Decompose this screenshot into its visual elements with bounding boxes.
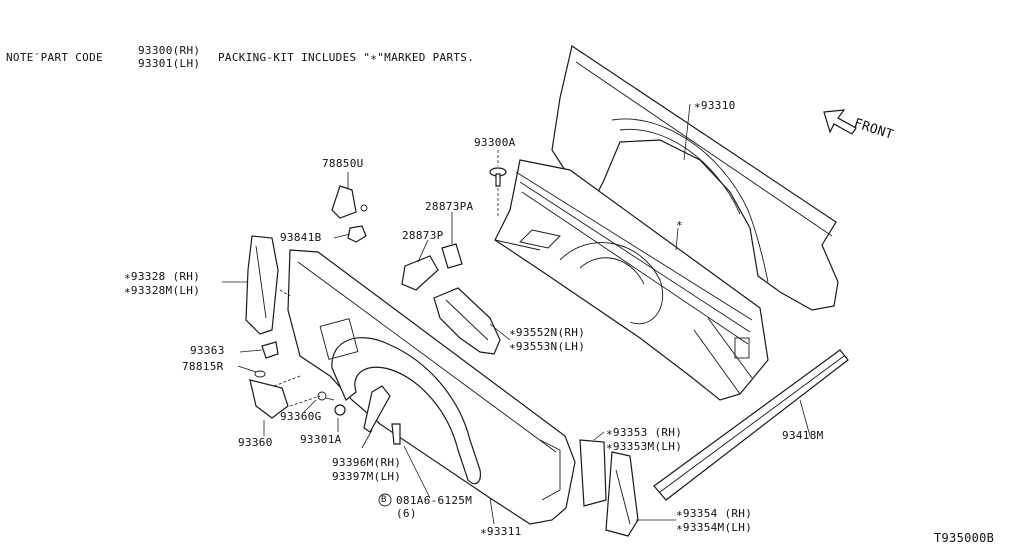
rail-93418M xyxy=(653,349,849,501)
reinforcement-93328 xyxy=(245,235,279,335)
diagram-code: T935000B xyxy=(934,531,995,545)
callout-28873P: 28873P xyxy=(402,229,444,242)
bracket-93396M xyxy=(363,385,401,445)
callout-93354: ∗93354 (RH) xyxy=(676,507,753,520)
callout-93418M: 93418M xyxy=(782,429,824,442)
nut-93841B xyxy=(347,225,367,243)
callout-93552N: ∗93552N(RH) xyxy=(509,326,586,339)
note-suffix: PACKING-KIT INCLUDES "∗"MARKED PARTS. xyxy=(218,51,475,64)
callout-93841B: 93841B xyxy=(280,231,322,244)
note-code-lh: 93301(LH) xyxy=(138,57,201,70)
callout-78815R: 78815R xyxy=(182,360,224,373)
leader-lines xyxy=(222,103,811,525)
callout-93300A: 93300A xyxy=(474,136,516,149)
brackets-93353-93354 xyxy=(579,439,639,537)
side-panel-93311 xyxy=(287,249,576,525)
clip-93300A xyxy=(489,167,507,187)
callout-93360G: 93360G xyxy=(280,410,322,423)
callout-93328M: ∗93328M(LH) xyxy=(124,284,201,297)
callout-star: ∗ xyxy=(676,217,683,230)
callout-93363: 93363 xyxy=(190,344,225,357)
inner-panel-93552N xyxy=(433,287,501,355)
bolt-symbol: B xyxy=(381,495,387,505)
callout-93396M: 93396M(RH) xyxy=(332,456,402,469)
callout-93310: ∗93310 xyxy=(694,99,736,112)
note-code-rh: 93300(RH) xyxy=(138,44,201,57)
brackets-28873P xyxy=(401,243,463,291)
callout-93354M: ∗93354M(LH) xyxy=(676,521,753,534)
front-panel-93310 xyxy=(551,45,839,311)
callout-93328: ∗93328 (RH) xyxy=(124,270,201,283)
note-prefix: NOTE′PART CODE xyxy=(6,51,103,64)
callout-93397M: 93397M(LH) xyxy=(332,470,402,483)
bracket-78850U xyxy=(331,185,368,219)
small-parts-cluster xyxy=(249,341,346,419)
front-arrow-icon xyxy=(823,109,857,135)
callout-93301A: 93301A xyxy=(300,433,342,446)
callout-93311: ∗93311 xyxy=(480,525,522,538)
callout-93353: ∗93353 (RH) xyxy=(606,426,683,439)
callout-93553N: ∗93553N(LH) xyxy=(509,340,586,353)
callout-78850U: 78850U xyxy=(322,157,364,170)
callout-93360: 93360 xyxy=(238,436,273,449)
callout-bolt-code: 081A6-6125M xyxy=(396,494,473,507)
callout-bolt-qty: (6) xyxy=(396,507,417,520)
bed-floor-assembly xyxy=(494,159,769,401)
callout-93353M: ∗93353M(LH) xyxy=(606,440,683,453)
callout-28873PA: 28873PA xyxy=(425,200,474,213)
